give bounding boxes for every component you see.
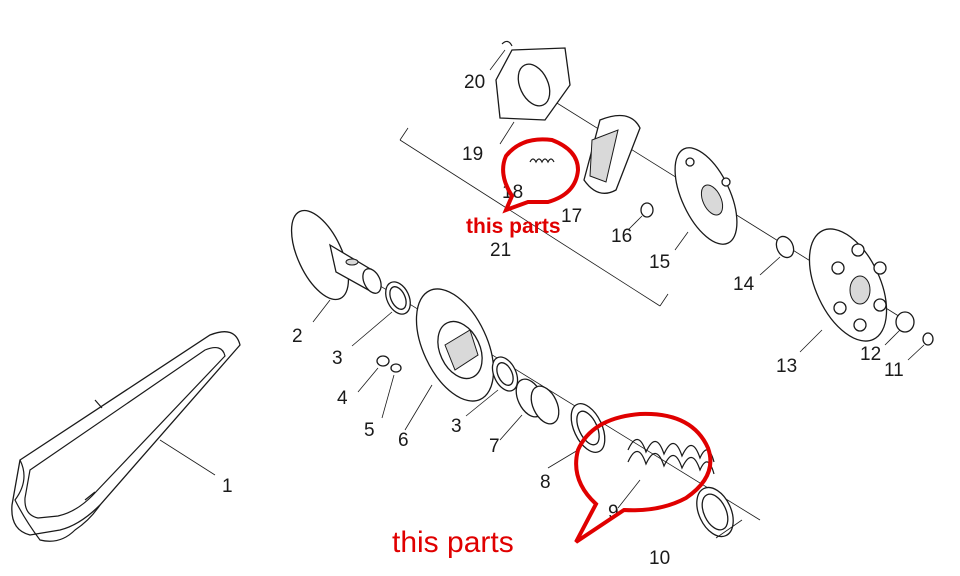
callout-15: 15 bbox=[649, 252, 670, 273]
highlight-upper: this parts bbox=[466, 137, 581, 238]
shoe-spring bbox=[529, 158, 555, 164]
callout-19: 19 bbox=[462, 144, 483, 165]
highlight-lower: this parts bbox=[392, 411, 713, 559]
callout-5: 5 bbox=[364, 420, 375, 441]
seal-collar bbox=[547, 403, 606, 469]
bushing-ring-lower bbox=[465, 356, 519, 417]
callout-8: 8 bbox=[540, 472, 551, 493]
movable-drive-face bbox=[290, 209, 382, 323]
callout-11: 11 bbox=[884, 360, 904, 381]
collar-ring bbox=[696, 486, 743, 539]
callout-12: 12 bbox=[860, 344, 881, 365]
clutch-plate-nut bbox=[627, 202, 654, 231]
clutch-washer bbox=[759, 235, 795, 276]
drive-belt bbox=[11, 331, 241, 542]
callout-17: 17 bbox=[561, 206, 582, 227]
ramp-plate bbox=[404, 288, 495, 431]
callout-3a: 3 bbox=[332, 348, 343, 369]
callout-13: 13 bbox=[776, 356, 797, 377]
clutch-bell bbox=[799, 228, 888, 353]
callout-2: 2 bbox=[292, 326, 303, 347]
roller-weights bbox=[357, 355, 402, 419]
clutch-spring bbox=[617, 438, 715, 509]
shoe-plate bbox=[495, 47, 571, 145]
callout-4: 4 bbox=[337, 388, 348, 409]
clutch-shoes bbox=[583, 114, 641, 194]
note-upper: this parts bbox=[466, 215, 561, 238]
nut-and-washer bbox=[884, 311, 934, 361]
bushing-ring-upper bbox=[351, 281, 411, 347]
callout-1: 1 bbox=[222, 476, 233, 497]
callout-21: 21 bbox=[490, 240, 511, 261]
assembly-bracket bbox=[399, 127, 669, 307]
circlip bbox=[489, 40, 513, 71]
callout-9: 9 bbox=[608, 502, 619, 523]
note-lower: this parts bbox=[392, 526, 514, 559]
callout-6: 6 bbox=[398, 430, 409, 451]
callout-16: 16 bbox=[611, 226, 632, 247]
callout-3b: 3 bbox=[451, 416, 462, 437]
callout-10: 10 bbox=[649, 548, 670, 569]
o-rings bbox=[499, 378, 560, 441]
callout-7: 7 bbox=[489, 436, 500, 457]
clutch-plate bbox=[674, 147, 738, 251]
callout-14: 14 bbox=[733, 274, 755, 295]
callout-20: 20 bbox=[464, 72, 485, 93]
